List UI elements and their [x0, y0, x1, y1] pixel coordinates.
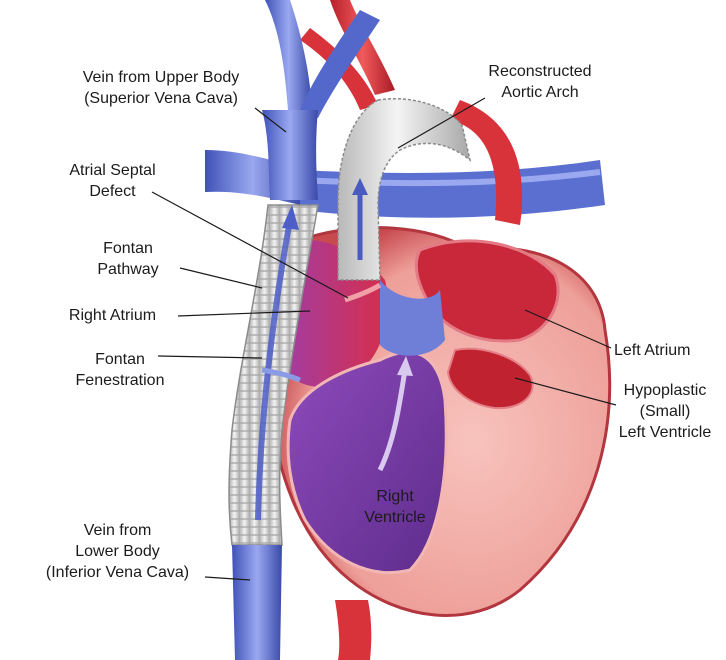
- inferior-vena-cava: [232, 545, 282, 660]
- label-hypoplastic-left-ventricle: Hypoplastic (Small) Left Ventricle: [606, 380, 724, 443]
- top-branch-vein-1: [265, 0, 312, 110]
- label-left-atrium-line1: Left Atrium: [614, 340, 719, 361]
- label-hypoplastic-lv-line3: Left Ventricle: [606, 422, 724, 443]
- label-reconstructed-aortic-arch: Reconstructed Aortic Arch: [470, 61, 610, 103]
- label-asd-line2: Defect: [50, 181, 175, 202]
- superior-vena-cava: [262, 110, 318, 200]
- label-fontan-pathway: Fontan Pathway: [78, 238, 178, 280]
- abdominal-aorta: [335, 600, 371, 660]
- label-hypoplastic-lv-line1: Hypoplastic: [606, 380, 724, 401]
- label-svc-line1: Vein from Upper Body: [66, 67, 256, 88]
- leader-fontan-pathway: [180, 268, 262, 288]
- label-fenestration-line1: Fontan: [60, 349, 180, 370]
- label-right-atrium-line1: Right Atrium: [50, 305, 175, 326]
- label-aortic-arch-line1: Reconstructed: [470, 61, 610, 82]
- label-fontan-pathway-line2: Pathway: [78, 259, 178, 280]
- label-asd-line1: Atrial Septal: [50, 160, 175, 181]
- label-svc-line2: (Superior Vena Cava): [66, 88, 256, 109]
- label-fontan-fenestration: Fontan Fenestration: [60, 349, 180, 391]
- label-ivc-line1: Vein from: [30, 520, 205, 541]
- label-fenestration-line2: Fenestration: [60, 370, 180, 391]
- label-superior-vena-cava: Vein from Upper Body (Superior Vena Cava…: [66, 67, 256, 109]
- label-ivc-line2: Lower Body: [30, 541, 205, 562]
- label-right-ventricle-line2: Ventricle: [355, 507, 435, 528]
- label-hypoplastic-lv-line2: (Small): [606, 401, 724, 422]
- label-right-ventricle: Right Ventricle: [355, 486, 435, 528]
- label-fontan-pathway-line1: Fontan: [78, 238, 178, 259]
- label-right-ventricle-line1: Right: [355, 486, 435, 507]
- label-ivc-line3: (Inferior Vena Cava): [30, 562, 205, 583]
- label-atrial-septal-defect: Atrial Septal Defect: [50, 160, 175, 202]
- label-aortic-arch-line2: Aortic Arch: [470, 82, 610, 103]
- label-right-atrium: Right Atrium: [50, 305, 175, 326]
- label-inferior-vena-cava: Vein from Lower Body (Inferior Vena Cava…: [30, 520, 205, 583]
- label-left-atrium: Left Atrium: [614, 340, 719, 361]
